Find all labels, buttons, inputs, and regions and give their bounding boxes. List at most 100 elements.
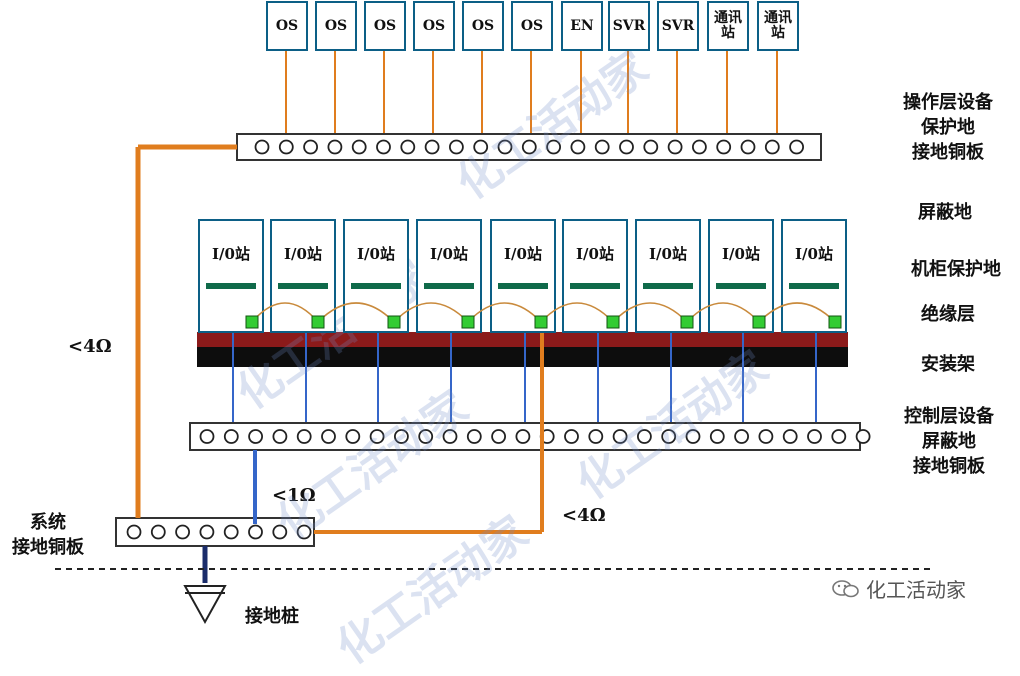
resistance-middle: <1Ω: [272, 485, 316, 506]
wiring-layer: [55, 50, 930, 625]
system-ground-plate-label: 系统 接地铜板: [12, 512, 84, 558]
resistance-left: <4Ω: [68, 336, 112, 357]
op-ground-plate-hole: [692, 139, 707, 155]
control-ground-plate-hole: [466, 429, 482, 444]
top-device: 通讯 站: [707, 1, 749, 51]
op-ground-plate-hole: [497, 139, 513, 155]
top-device: OS: [413, 1, 455, 51]
top-device: EN: [561, 1, 603, 51]
control-ground-plate-hole: [393, 429, 409, 444]
control-ground-plate-hole: [321, 429, 336, 444]
mount-rack: [197, 347, 848, 367]
io-cabinet: I/0站: [562, 219, 628, 333]
top-device-label: OS: [275, 17, 299, 34]
system-ground-plate-hole: [199, 524, 215, 540]
slot-bar: [278, 283, 328, 289]
io-cabinet-label: I/0站: [430, 245, 468, 263]
top-device: OS: [266, 1, 308, 51]
io-cabinet: I/0站: [416, 219, 482, 333]
op-ground-plate-hole: [667, 139, 683, 155]
shield-ground-label: 屏蔽地: [918, 202, 972, 223]
control-ground-plate-hole: [855, 429, 871, 444]
slot-bar: [351, 283, 401, 289]
system-ground-plate-hole: [150, 524, 166, 540]
top-device-label: EN: [570, 17, 594, 34]
op-ground-plate-hole: [789, 139, 804, 155]
top-device: OS: [364, 1, 406, 51]
top-device-label: SVR: [661, 17, 695, 34]
resistance-right: <4Ω: [562, 505, 606, 526]
control-ground-plate-hole: [612, 429, 628, 444]
top-device: OS: [511, 1, 553, 51]
control-ground-plate-hole: [661, 429, 677, 444]
system-ground-plate-hole: [223, 524, 239, 540]
op-ground-plate-hole: [303, 139, 319, 155]
slot-bar: [206, 283, 256, 289]
io-cabinet-label: I/0站: [284, 245, 322, 263]
op-ground-plate-hole: [376, 139, 391, 155]
ground-pile-symbol: [183, 585, 227, 625]
control-ground-plate-hole: [685, 429, 701, 444]
control-ground-plate-hole: [369, 429, 385, 444]
control-ground-plate-hole: [296, 429, 312, 444]
top-device-label: OS: [471, 17, 495, 34]
control-ground-plate-hole: [515, 429, 531, 444]
slot-bar: [716, 283, 766, 289]
op-ground-plate-hole: [327, 139, 343, 155]
top-device: SVR: [657, 1, 699, 51]
insulation-layer: [197, 332, 848, 347]
system-ground-plate-hole: [126, 524, 142, 540]
control-ground-plate-hole: [491, 429, 507, 444]
control-ground-plate-hole: [345, 429, 361, 444]
io-cabinet-label: I/0站: [722, 245, 760, 263]
grounding-diagram: [55, 50, 930, 625]
insulation-label: 绝缘层: [921, 304, 975, 325]
op-ground-plate-hole: [448, 139, 464, 155]
io-cabinet: I/0站: [635, 219, 701, 333]
io-cabinet-label: I/0站: [649, 245, 687, 263]
system-ground-plate-hole: [296, 524, 312, 540]
op-ground-plate-hole: [740, 139, 756, 155]
op-ground-plate-hole: [254, 139, 270, 155]
io-cabinet: I/0站: [270, 219, 336, 333]
io-cabinet-label: I/0站: [795, 245, 833, 263]
slot-bar: [570, 283, 620, 289]
slot-bar: [643, 283, 693, 289]
top-device-label: OS: [520, 17, 544, 34]
top-device: 通讯 站: [757, 1, 799, 51]
control-ground-plate-hole: [272, 429, 288, 444]
control-ground-plate-hole: [709, 429, 725, 444]
op-ground-plate-hole: [424, 139, 440, 155]
control-ground-plate-hole: [199, 429, 215, 444]
op-ground-plate-hole: [764, 139, 780, 155]
io-cabinet: I/0站: [708, 219, 774, 333]
top-device-label: OS: [373, 17, 397, 34]
control-ground-plate-hole: [831, 429, 847, 444]
top-device-label: 通讯 站: [714, 10, 742, 41]
control-ground-plate-hole: [807, 429, 822, 444]
wechat-icon: [832, 579, 859, 597]
op-ground-plate-hole: [546, 139, 561, 155]
top-device-label: OS: [422, 17, 446, 34]
top-device-label: OS: [324, 17, 348, 34]
control-ground-plate-hole: [442, 429, 458, 444]
brand-mark: 化工活动家: [832, 574, 966, 603]
io-cabinet: I/0站: [198, 219, 264, 333]
control-ground-plate-hole: [637, 429, 652, 444]
ground-pile-label: 接地桩: [245, 606, 299, 627]
mount-rack-label: 安装架: [921, 354, 975, 375]
control-ground-plate-hole: [223, 429, 239, 444]
op-ground-plate-hole: [400, 139, 416, 155]
control-ground-plate-label: 控制层设备 屏蔽地 接地铜板: [904, 406, 994, 477]
op-ground-plate-hole: [521, 139, 537, 155]
top-device: OS: [315, 1, 357, 51]
op-ground-plate-hole: [643, 139, 659, 155]
brand-text: 化工活动家: [866, 578, 966, 602]
io-cabinet: I/0站: [490, 219, 556, 333]
control-ground-plate-hole: [564, 429, 579, 444]
slot-bar: [498, 283, 548, 289]
op-ground-plate-hole: [570, 139, 586, 155]
io-cabinet: I/0站: [781, 219, 847, 333]
op-ground-plate-hole: [716, 139, 732, 155]
top-device: SVR: [608, 1, 650, 51]
